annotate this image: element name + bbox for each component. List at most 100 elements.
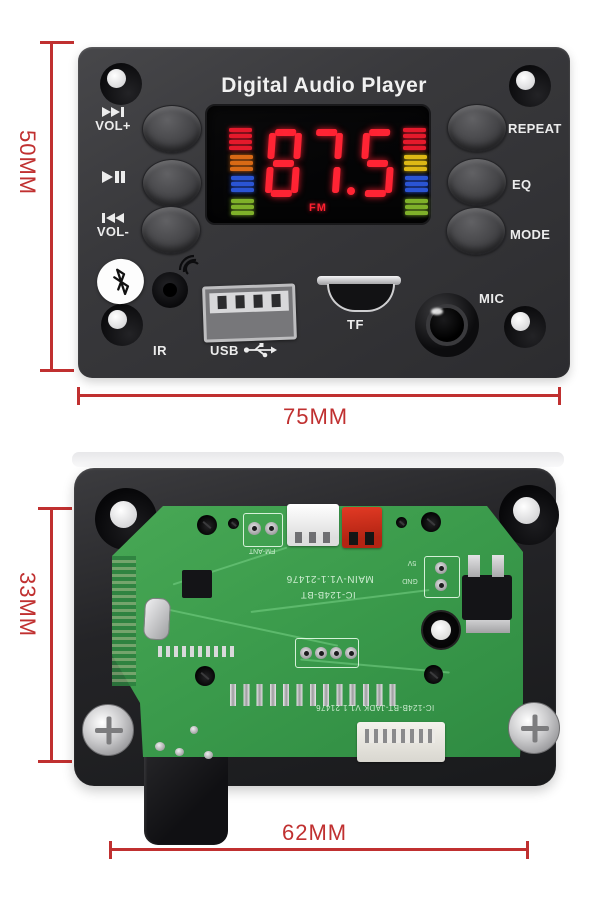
- dimension-cap: [38, 507, 72, 510]
- solder-pad: [248, 522, 261, 535]
- vol-plus-button: [142, 105, 202, 153]
- bluetooth-antenna-traces: [112, 556, 136, 686]
- tf-slot-pins: [365, 729, 435, 743]
- mic-jack-glint: [431, 308, 443, 315]
- power-pads: [424, 556, 460, 598]
- capacitor-top: [431, 620, 451, 640]
- dimension-line: [78, 394, 560, 397]
- dimension-cap: [558, 387, 561, 405]
- spectrum-bars-yellow-right: [404, 155, 427, 171]
- frequency-readout: [263, 129, 398, 197]
- repeat-button: [447, 104, 507, 152]
- component-tab: [466, 620, 510, 633]
- solder-blob: [190, 726, 198, 734]
- screw-hole-top-left: [100, 63, 142, 105]
- silkscreen-edge: IC-124B-BT-JADK V1.1 21476: [315, 703, 435, 712]
- panel-title: Digital Audio Player: [221, 74, 427, 97]
- repeat-label: REPEAT: [508, 121, 562, 136]
- aux-pads: [295, 638, 359, 668]
- band-indicator: FM: [309, 202, 327, 214]
- tf-slot-back: [357, 722, 445, 762]
- solder-blob: [175, 748, 184, 756]
- solder-pad: [435, 579, 447, 591]
- pcb-screw: [195, 666, 215, 686]
- pcb-screw: [424, 665, 443, 684]
- play-pause-icon: [102, 171, 125, 183]
- pcb-hole: [396, 517, 407, 528]
- panel-screw-bottom-right: [508, 702, 560, 754]
- vol-plus-label-block: VOL+: [85, 106, 141, 133]
- screw-hole-top-right: [509, 65, 551, 107]
- mode-label: MODE: [510, 227, 551, 242]
- white-connector: [287, 504, 339, 546]
- solder-pad: [300, 647, 312, 659]
- spectrum-bars-green-left: [231, 199, 254, 215]
- electrolytic-capacitor: [421, 610, 461, 650]
- solder-pad: [330, 647, 342, 659]
- prev-track-icon: [102, 213, 124, 223]
- vol-minus-label-block: VOL-: [85, 212, 141, 239]
- mic-jack: [415, 293, 479, 357]
- dimension-cap: [40, 369, 74, 372]
- pcb-hole: [228, 518, 239, 529]
- dimension-label-height-front: 50MM: [15, 130, 40, 196]
- silkscreen-main: MAIN-V1.1-21476: [286, 573, 374, 584]
- play-pause-label-block: [85, 170, 141, 184]
- spectrum-bars-red-right: [403, 128, 426, 150]
- ir-label: IR: [153, 343, 167, 358]
- mount-hole-center: [513, 497, 540, 524]
- bluetooth-badge: [91, 252, 150, 311]
- mic-label: MIC: [479, 291, 505, 306]
- vol-minus-label: VOL-: [96, 224, 130, 239]
- mount-hole-top-left: [95, 488, 157, 550]
- vol-minus-button: [141, 206, 201, 254]
- screw-hole-bottom-left: [101, 304, 143, 346]
- spectrum-bars-blue-left: [231, 176, 254, 192]
- spectrum-bars-orange-left: [230, 155, 253, 171]
- panel-screw-bottom-left: [82, 704, 134, 756]
- surface-shadow: [72, 452, 564, 467]
- solder-blob: [155, 742, 165, 751]
- eq-label: EQ: [512, 177, 532, 192]
- ir-receiver: [152, 272, 188, 308]
- vol-plus-label: VOL+: [95, 118, 131, 133]
- silkscreen-gnd: GND: [402, 577, 418, 584]
- led-display: FM: [205, 104, 431, 225]
- solder-pad: [265, 522, 278, 535]
- usb-label-block: USB: [210, 342, 277, 358]
- crystal-oscillator: [142, 597, 172, 641]
- mount-hole-center: [110, 501, 137, 528]
- dimension-line: [50, 509, 53, 762]
- pcb-screw: [421, 512, 441, 532]
- component-lead: [492, 555, 504, 577]
- screw-hole-center: [108, 310, 127, 329]
- component-lead: [468, 555, 480, 577]
- usb-icon: [243, 343, 277, 358]
- eq-button: [447, 158, 507, 206]
- pcb-screw: [197, 515, 217, 535]
- dimension-label-height-back: 33MM: [15, 572, 40, 638]
- ir-signal-icon: [178, 254, 199, 275]
- spectrum-bars-green-right: [405, 199, 428, 215]
- fm-ant-pads: [243, 513, 283, 547]
- solder-pad: [435, 562, 447, 574]
- screw-hole-center: [516, 71, 535, 90]
- solder-blob: [204, 751, 213, 759]
- dimension-line: [110, 848, 528, 851]
- tf-card-edge: [317, 276, 401, 285]
- voltage-regulator: [462, 555, 512, 633]
- next-track-icon: [102, 107, 124, 117]
- solder-pad: [315, 647, 327, 659]
- dimension-cap: [526, 841, 529, 859]
- usb-label: USB: [210, 342, 239, 358]
- red-connector: [342, 507, 382, 548]
- mode-button: [446, 207, 506, 255]
- silkscreen-5v: 5V: [407, 559, 417, 566]
- spectrum-bars-blue-right: [405, 176, 428, 192]
- solder-pad: [345, 647, 357, 659]
- dimension-label-width-front: 75MM: [283, 404, 349, 429]
- dimension-cap: [40, 41, 74, 44]
